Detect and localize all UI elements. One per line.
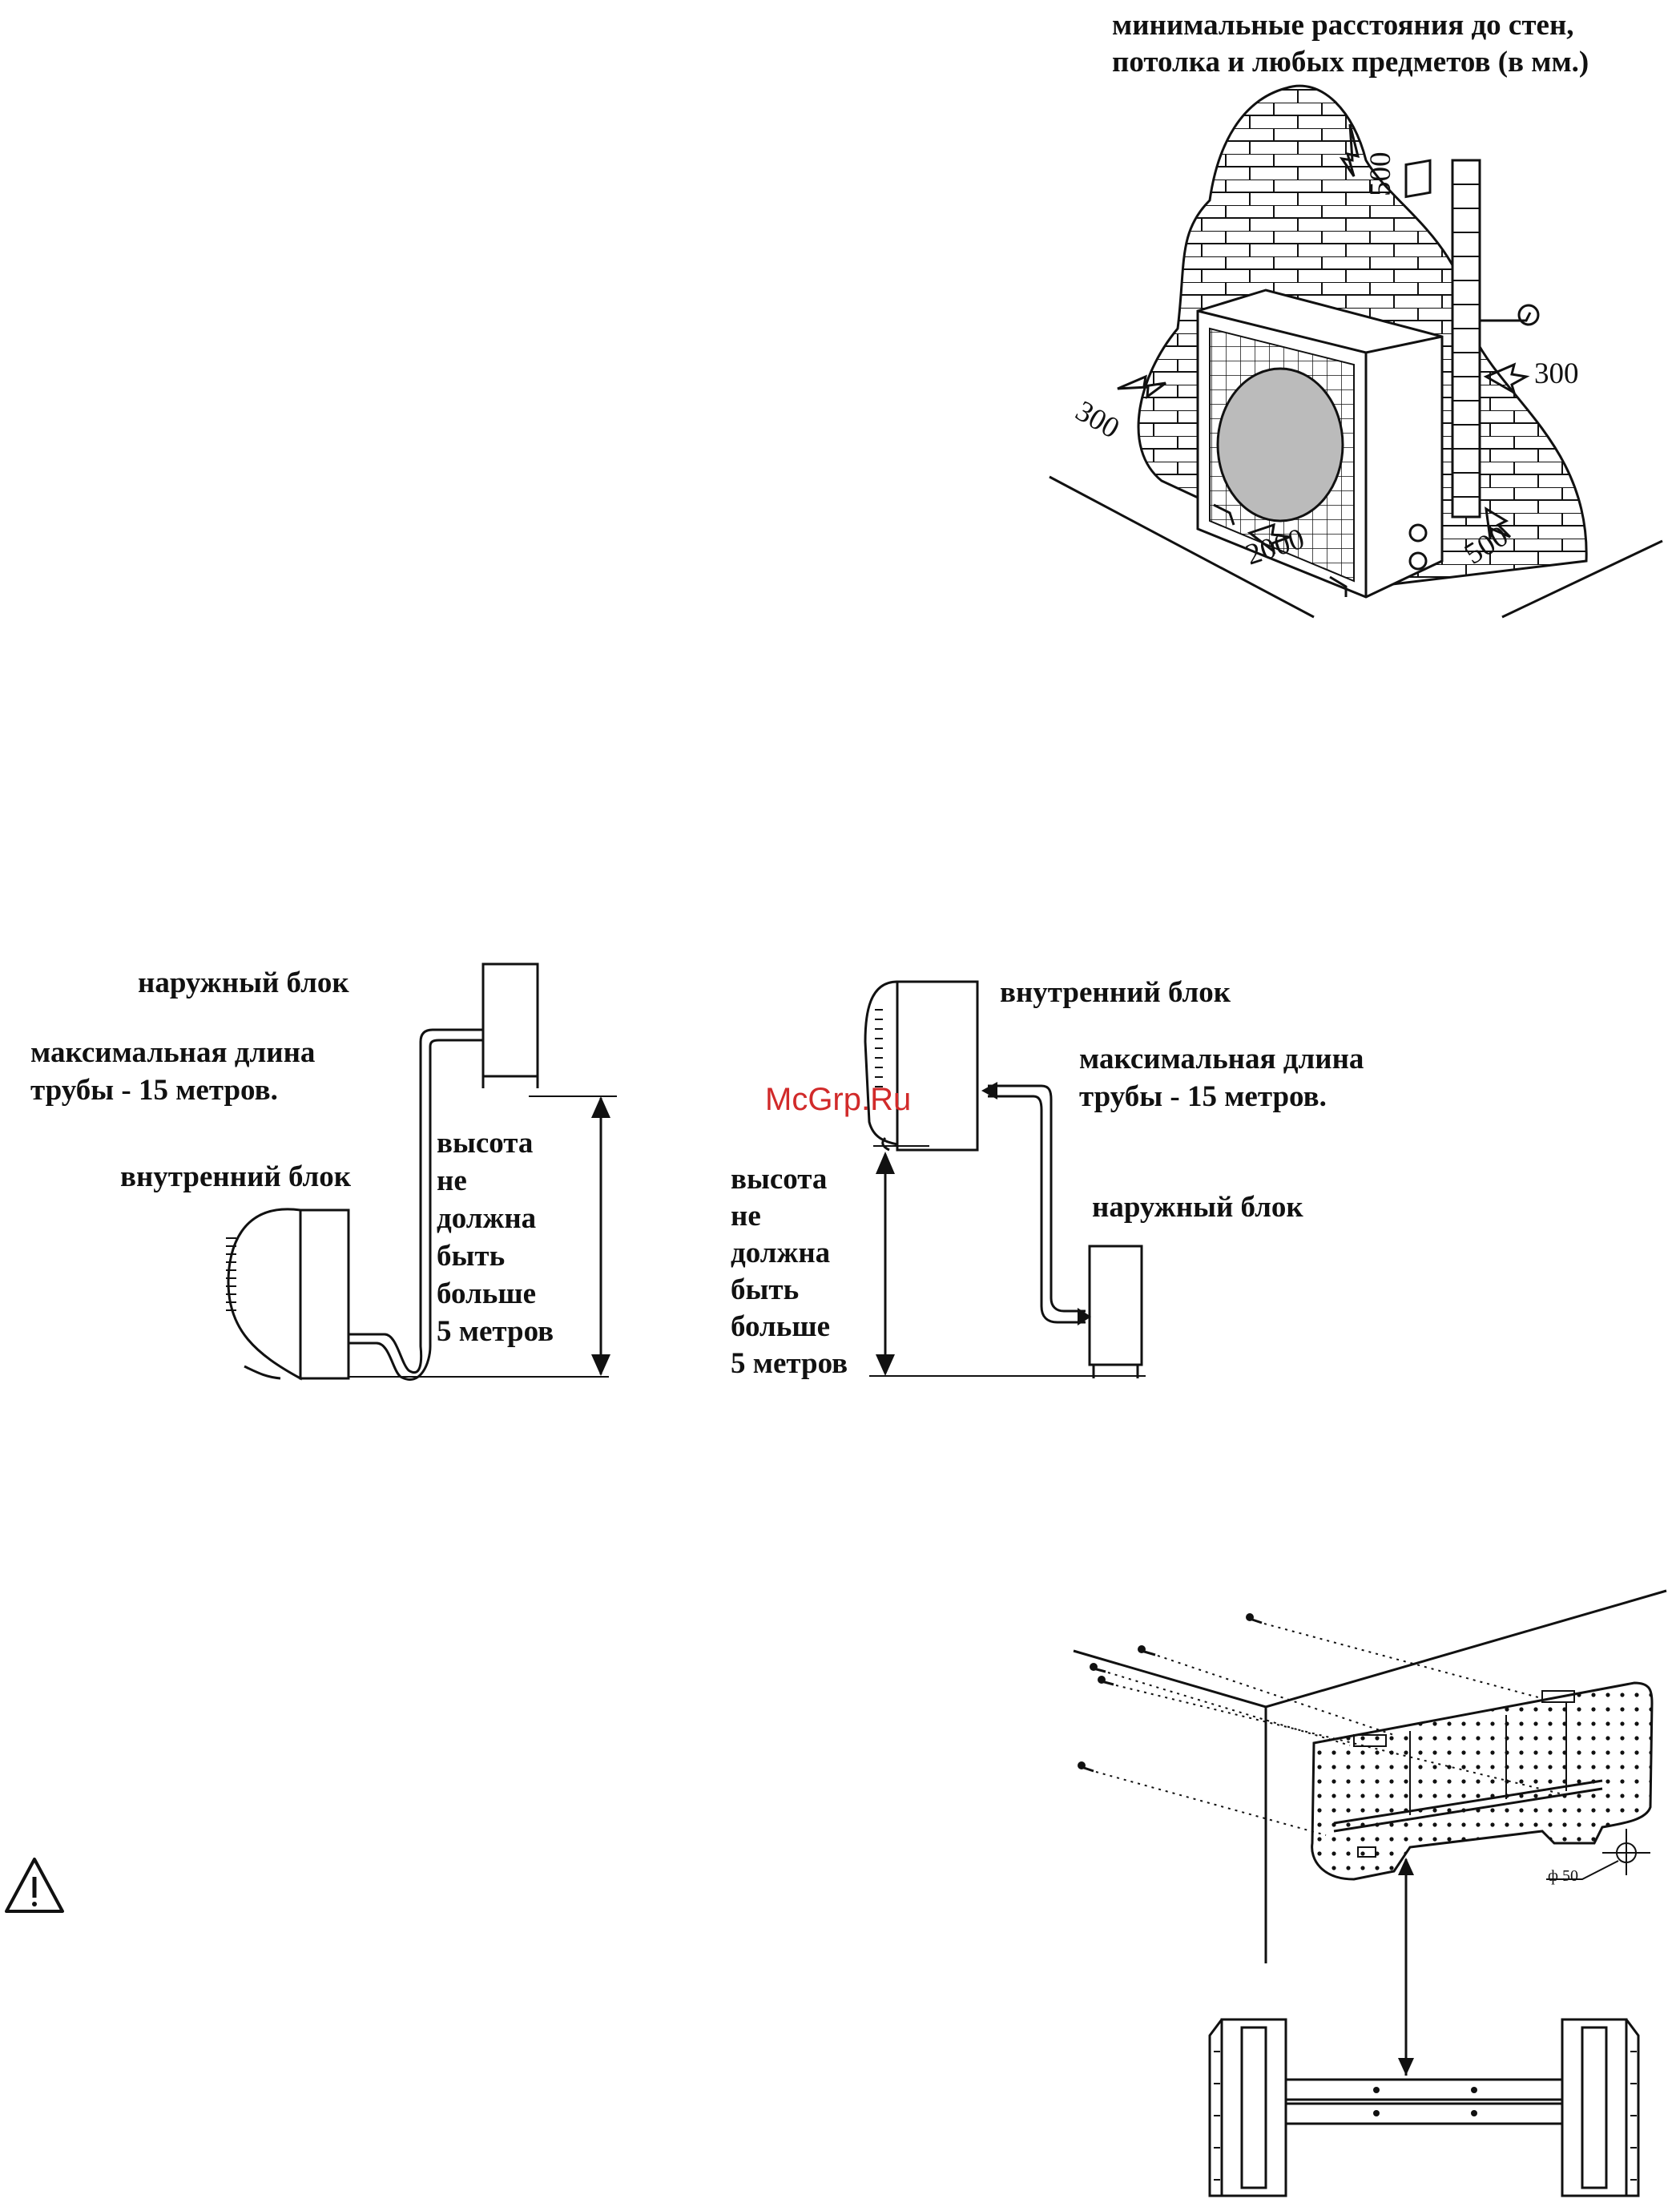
right-pipe-label-line1: максимальная длина [1079, 1043, 1364, 1075]
right-height-line-3: должна [731, 1237, 831, 1269]
left-outdoor-label: наружный блок [138, 966, 349, 999]
left-indoor-label: внутренний блок [120, 1160, 352, 1193]
vertical-pipe [1451, 159, 1540, 518]
dim-right-text: 300 [1534, 357, 1579, 390]
right-indoor-unit [864, 980, 979, 1152]
outdoor-bracket [1208, 2018, 1640, 2197]
left-pipe-label-line2: трубы - 15 метров. [30, 1074, 278, 1107]
clearance-caption-line2: потолка и любых предметов (в мм.) [1112, 46, 1589, 79]
clearance-arrows [1117, 123, 1530, 555]
right-indoor-label: внутренний блок [1000, 976, 1231, 1009]
left-height-line-5: больше [437, 1277, 537, 1310]
left-height-dimension [348, 1095, 617, 1378]
clearance-caption-line1: минимальные расстояния до стен, [1112, 9, 1574, 42]
right-height-line-5: больше [731, 1310, 831, 1343]
hole-diameter-text: ф 50 [1548, 1867, 1578, 1885]
right-pipe [981, 1082, 1091, 1325]
floor-lines [1049, 475, 1663, 619]
left-indoor-unit [226, 1208, 350, 1381]
right-height-line-6: 5 метров [731, 1347, 848, 1380]
right-pipe-label-line2: трубы - 15 метров. [1079, 1080, 1327, 1113]
room-corner-lines [1073, 1589, 1667, 1963]
left-pipe [348, 1028, 483, 1381]
warning-triangle-icon [5, 1858, 64, 1913]
screws [1078, 1613, 1567, 1836]
right-height-line-2: не [731, 1200, 761, 1233]
right-outdoor-unit [1088, 1245, 1143, 1378]
outdoor-unit-iso [1196, 159, 1444, 599]
left-pipe-label-line1: максимальная длина [30, 1036, 316, 1069]
fan-icon [1216, 367, 1344, 523]
dim-left-text: 300 [1070, 394, 1126, 445]
plate-to-bracket-arrow [1398, 1858, 1414, 2076]
right-height-dimension [869, 1145, 1146, 1377]
watermark: McGrp.Ru [765, 1082, 912, 1117]
left-height-line-3: должна [437, 1202, 537, 1235]
left-outdoor-unit [481, 962, 539, 1088]
left-height-line-6: 5 метров [437, 1315, 554, 1348]
right-outdoor-label: наружный блок [1092, 1191, 1303, 1224]
left-height-line-2: не [437, 1164, 467, 1197]
right-height-line-1: высота [731, 1163, 828, 1196]
right-height-line-4: быть [731, 1273, 800, 1306]
left-height-line-4: быть [437, 1240, 506, 1273]
mounting-plate [1311, 1681, 1654, 1881]
dim-top-text: 500 [1364, 152, 1397, 197]
left-height-line-1: высота [437, 1127, 534, 1160]
